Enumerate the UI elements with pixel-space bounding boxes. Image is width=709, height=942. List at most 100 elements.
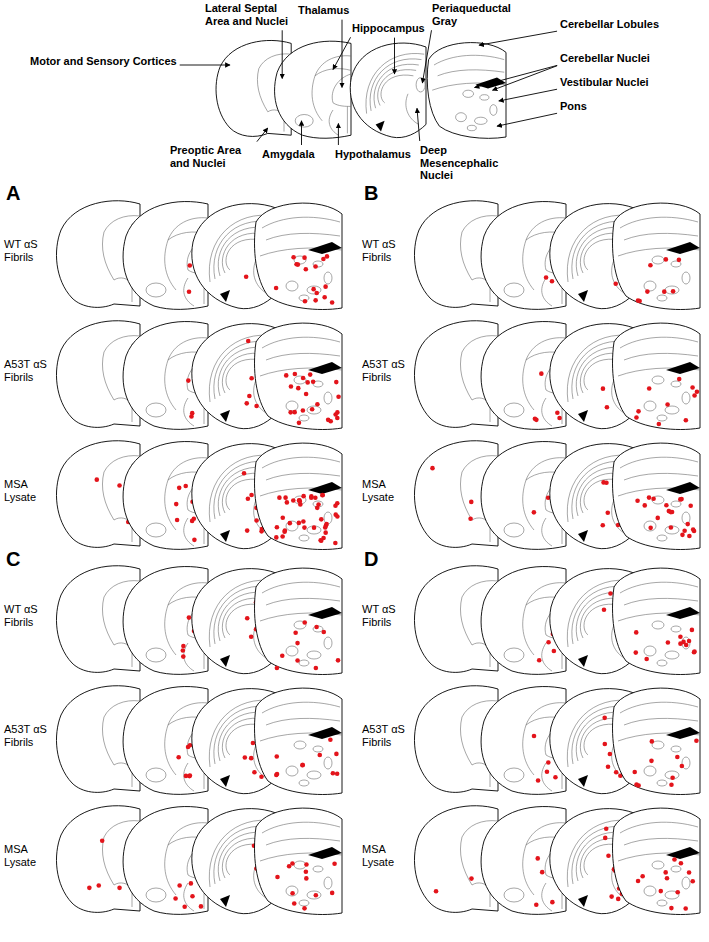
- pathology-dot: [314, 291, 319, 296]
- pathology-dot: [636, 783, 641, 788]
- pathology-dot: [182, 904, 187, 909]
- brain-section: [613, 203, 701, 309]
- section-structure: [262, 217, 340, 228]
- pathology-dot: [288, 521, 293, 526]
- section-structure: [460, 717, 472, 765]
- pathology-dot: [245, 616, 250, 621]
- pathology-dot: [290, 891, 295, 896]
- region-label: Preoptic Area and Nuclei: [170, 144, 255, 169]
- section-structure: [378, 70, 416, 106]
- row-label: MSA Lysate: [4, 478, 50, 503]
- section-nucleus: [416, 78, 425, 92]
- pathology-dot: [309, 495, 314, 500]
- pathology-dot: [189, 881, 194, 886]
- section-outline: [350, 43, 426, 138]
- ventricle: [308, 847, 342, 859]
- pathology-dot: [336, 658, 341, 663]
- pathology-dot: [314, 625, 319, 630]
- pathology-dot: [637, 299, 642, 304]
- ventricle: [220, 895, 230, 907]
- pathology-dot: [678, 641, 683, 646]
- pathology-dot: [304, 876, 309, 881]
- leader-line: [180, 65, 230, 66]
- section-structure: [460, 597, 472, 645]
- pathology-dot: [297, 421, 302, 426]
- section-nucleus: [286, 521, 298, 531]
- pathology-dot: [532, 734, 537, 739]
- section-outline: [613, 568, 701, 674]
- section-structure: [374, 64, 419, 108]
- panel-letter: C: [6, 548, 20, 571]
- pathology-dot: [275, 525, 280, 530]
- pathology-dot: [540, 870, 545, 875]
- ventricle: [220, 290, 230, 302]
- region-label: Motor and Sensory Cortices: [30, 55, 177, 68]
- pathology-dot: [677, 258, 682, 263]
- pathology-dot: [665, 876, 670, 881]
- section-outline: [613, 443, 701, 549]
- pathology-dot: [315, 402, 320, 407]
- pathology-dot: [677, 377, 682, 382]
- pathology-dot: [605, 405, 610, 410]
- section-structure: [523, 480, 534, 530]
- section-structure: [165, 240, 176, 290]
- ventricle: [220, 410, 230, 422]
- section-nucleus: [652, 861, 664, 869]
- pathology-dot: [636, 409, 641, 414]
- pathology-dot: [546, 760, 551, 765]
- pathology-dot: [334, 752, 339, 757]
- pathology-dot: [328, 737, 333, 742]
- pathology-dot: [259, 774, 264, 779]
- section-nucleus: [504, 648, 524, 662]
- pathology-dot: [657, 422, 662, 427]
- pathology-dot: [274, 535, 279, 540]
- pathology-dot: [468, 516, 473, 521]
- pathology-dot: [175, 518, 180, 523]
- section-structure: [102, 232, 114, 280]
- section-nucleus: [307, 526, 321, 534]
- pathology-dot: [675, 755, 680, 760]
- section-outline: [255, 568, 343, 674]
- section-nucleus: [504, 768, 524, 782]
- pathology-dot: [247, 394, 252, 399]
- pathology-dot: [330, 891, 335, 896]
- pathology-dot: [187, 290, 192, 295]
- pathology-dot: [604, 481, 609, 486]
- section-structure: [542, 763, 552, 791]
- section-nucleus: [671, 381, 681, 387]
- section-outline: [255, 808, 343, 914]
- section-structure: [523, 725, 534, 775]
- section-nucleus: [657, 900, 667, 906]
- pathology-dot: [249, 376, 254, 381]
- leader-line: [422, 30, 431, 83]
- pathology-dot: [647, 386, 652, 391]
- section-structure: [266, 353, 340, 360]
- section-outline: [427, 43, 506, 139]
- pathology-dot: [687, 870, 692, 875]
- leader-line: [394, 38, 395, 74]
- region-label: Periaqueductal Gray: [432, 2, 532, 27]
- pathology-dot: [314, 893, 319, 898]
- leader-line: [282, 30, 283, 78]
- pathology-dot: [323, 525, 328, 530]
- pathology-dot: [606, 853, 611, 858]
- pathology-dot: [181, 648, 186, 653]
- leader-line: [257, 128, 268, 142]
- section-structure: [102, 352, 114, 400]
- brain-section: [255, 323, 343, 429]
- pathology-dot: [680, 764, 685, 769]
- pathology-dot: [553, 775, 558, 780]
- section-nucleus: [286, 766, 298, 776]
- section-outline: [613, 203, 701, 309]
- section-nucleus: [146, 888, 166, 902]
- section-structure: [262, 337, 340, 348]
- pathology-dot: [648, 263, 653, 268]
- pathology-dot: [550, 900, 555, 905]
- section-nucleus: [313, 866, 323, 872]
- pathology-dot: [288, 410, 293, 415]
- pathology-dot: [555, 411, 560, 416]
- pathology-dot: [609, 894, 614, 899]
- section-structure: [184, 763, 194, 791]
- pathology-dot: [532, 510, 537, 515]
